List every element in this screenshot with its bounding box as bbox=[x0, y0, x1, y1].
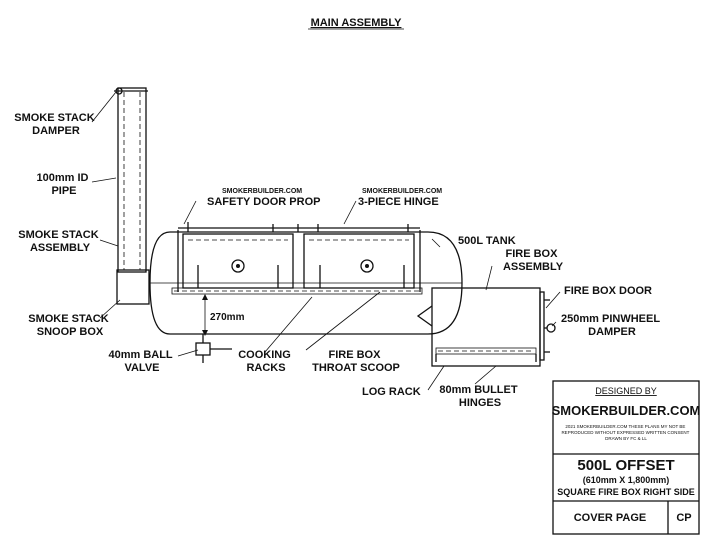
dimension-label: 270mm bbox=[210, 312, 245, 323]
tank-body bbox=[149, 231, 463, 335]
label-ball-valve: 40mm BALL VALVE bbox=[108, 349, 175, 374]
model-dims: (610mm X 1,800mm) bbox=[583, 475, 670, 485]
drawing-title: MAIN ASSEMBLY bbox=[311, 17, 403, 29]
pinwheel-damper-icon bbox=[546, 323, 556, 333]
label-safety-door-prop-site: SMOKERBUILDER.COM bbox=[222, 188, 302, 195]
label-bullet-hinges: 80mm BULLET HINGES bbox=[439, 384, 520, 409]
label-log-rack: LOG RACK bbox=[362, 386, 421, 398]
sheet-name: COVER PAGE bbox=[574, 512, 647, 524]
model-name: 500L OFFSET bbox=[577, 457, 674, 474]
smoke-stack bbox=[114, 87, 150, 305]
label-fire-box-door: FIRE BOX DOOR bbox=[564, 285, 652, 297]
door-left bbox=[182, 233, 294, 289]
label-hinge-site: SMOKERBUILDER.COM bbox=[362, 188, 442, 195]
label-throat-scoop: FIRE BOX THROAT SCOOP bbox=[312, 349, 400, 374]
label-pinwheel-damper: 250mm PINWHEEL DAMPER bbox=[561, 313, 663, 338]
label-tank: 500L TANK bbox=[458, 235, 516, 247]
company-name: SMOKERBUILDER.COM bbox=[552, 403, 701, 418]
label-safety-door-prop: SAFETY DOOR PROP bbox=[207, 196, 320, 208]
log-rack bbox=[435, 347, 537, 355]
label-hinge: 3-PIECE HINGE bbox=[358, 196, 439, 208]
label-fire-box-assembly: FIRE BOX ASSEMBLY bbox=[503, 248, 564, 273]
tank bbox=[149, 222, 463, 335]
snoop-box bbox=[116, 269, 150, 305]
dimension-270: 270mm bbox=[202, 294, 245, 336]
fire-box bbox=[416, 287, 556, 367]
ball-valve bbox=[195, 334, 232, 363]
thermometer-right-icon bbox=[360, 259, 374, 273]
throat-scoop bbox=[416, 305, 433, 327]
sheet-code: CP bbox=[676, 512, 691, 524]
thermometer-left-icon bbox=[231, 259, 245, 273]
label-pipe: 100mm ID PIPE bbox=[36, 172, 91, 197]
designed-by-label: DESIGNED BY bbox=[595, 386, 657, 396]
label-snoop-box: SMOKE STACK SNOOP BOX bbox=[28, 313, 112, 338]
leader-lines bbox=[91, 91, 561, 391]
cooking-rack bbox=[171, 287, 423, 295]
model-config: SQUARE FIRE BOX RIGHT SIDE bbox=[557, 487, 695, 497]
callout-labels: SMOKE STACK DAMPER 100mm ID PIPE SMOKE S… bbox=[14, 112, 663, 409]
label-cooking-racks: COOKING RACKS bbox=[238, 349, 294, 374]
copyright-notice: 2021 SMOKERBUILDER.COM THESE PLANS MY NO… bbox=[561, 424, 690, 441]
smoke-stack-pipe bbox=[117, 87, 147, 273]
label-smoke-stack-damper: SMOKE STACK DAMPER bbox=[14, 112, 98, 137]
label-smoke-stack-assembly: SMOKE STACK ASSEMBLY bbox=[18, 229, 102, 254]
title-block: DESIGNED BY SMOKERBUILDER.COM 2021 SMOKE… bbox=[552, 380, 701, 535]
